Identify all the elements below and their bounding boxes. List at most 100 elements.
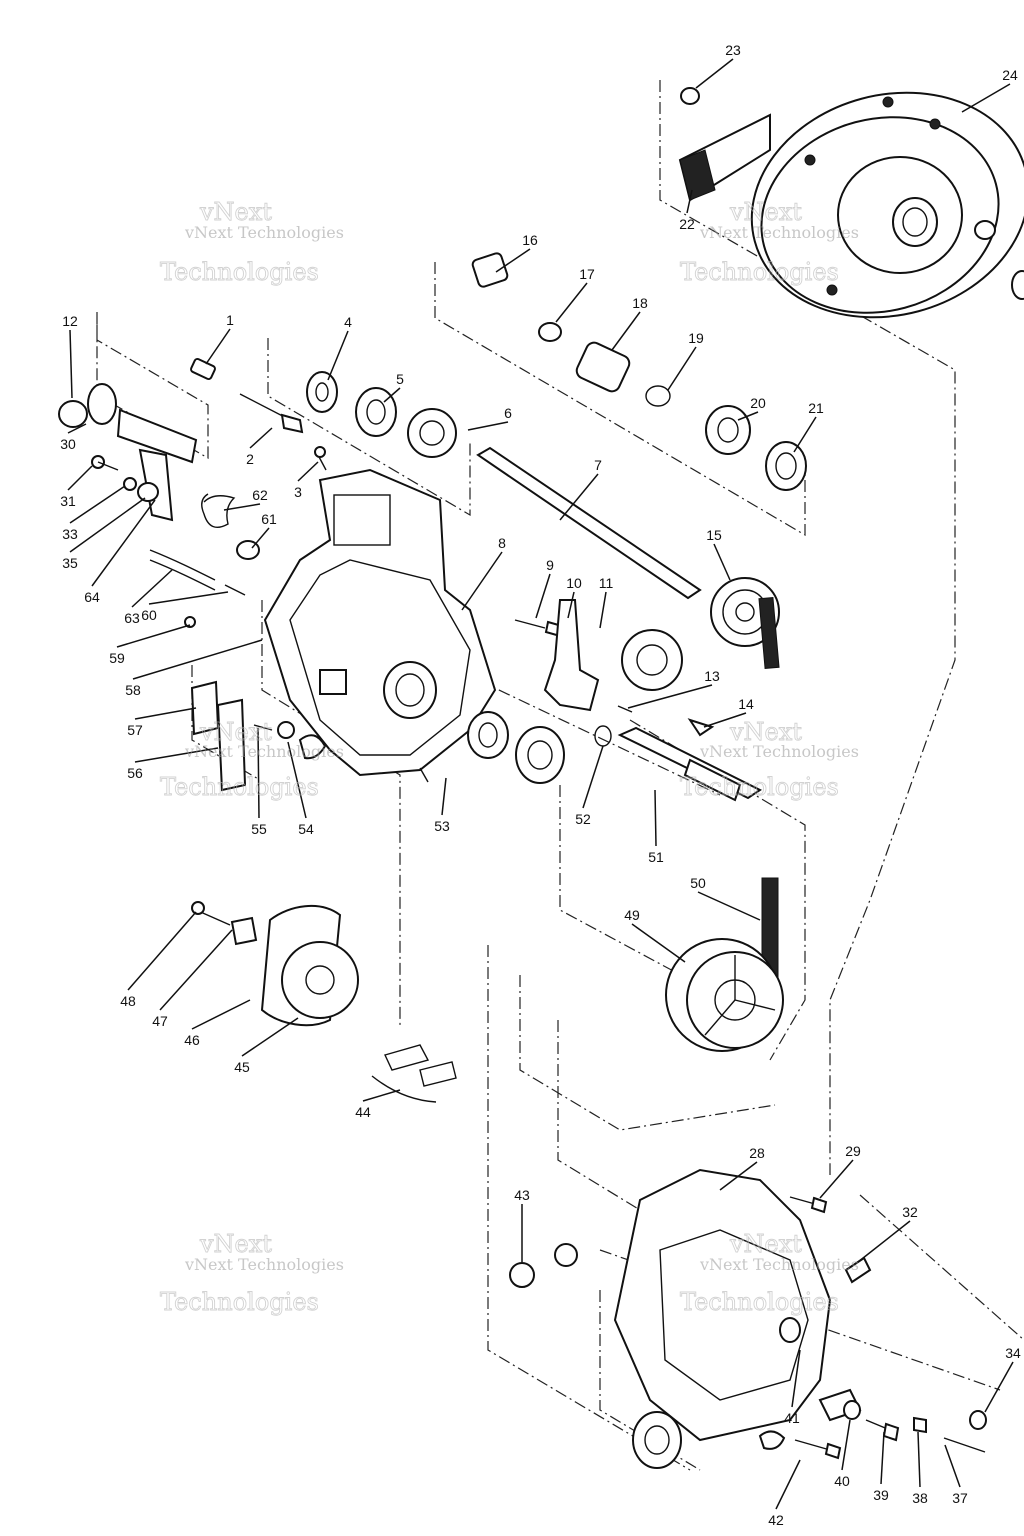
watermark-text: vNext Technologies xyxy=(184,1255,344,1274)
callout-61: 61 xyxy=(261,511,277,527)
callout-64: 64 xyxy=(84,589,100,605)
callout-29: 29 xyxy=(845,1143,861,1159)
callout-leader-3 xyxy=(297,461,319,482)
callout-30: 30 xyxy=(60,436,76,452)
watermark-outline: vNext xyxy=(729,1230,802,1258)
callout-leader-47 xyxy=(159,929,233,1011)
watermark-text: vNext Technologies xyxy=(699,742,859,761)
callout-leader-37 xyxy=(944,1444,961,1488)
callout-leader-57 xyxy=(134,707,197,720)
callout-leader-6 xyxy=(467,421,509,431)
callout-33: 33 xyxy=(62,526,78,542)
callout-leader-18 xyxy=(611,311,641,351)
callout-leader-32 xyxy=(857,1220,911,1263)
callout-leader-10 xyxy=(567,591,575,619)
callout-21: 21 xyxy=(808,400,824,416)
watermark-outline: Technologies xyxy=(160,258,319,286)
callout-leader-51 xyxy=(654,789,657,847)
watermarks: vNext Technologies vNext Technologies vN… xyxy=(160,198,859,1317)
callout-leader-64 xyxy=(91,499,156,587)
callout-18: 18 xyxy=(632,295,648,311)
callout-leader-8 xyxy=(461,551,503,611)
callout-12: 12 xyxy=(62,313,78,329)
callout-leader-38 xyxy=(917,1431,921,1488)
watermark-outline: vNext xyxy=(729,198,802,226)
parts xyxy=(58,87,1024,1469)
watermark-outline: Technologies xyxy=(680,773,839,801)
callout-28: 28 xyxy=(749,1145,765,1161)
callout-5: 5 xyxy=(396,371,404,387)
callout-leader-11 xyxy=(599,591,607,629)
callout-leader-48 xyxy=(127,911,197,991)
callout-31: 31 xyxy=(60,493,76,509)
callout-1: 1 xyxy=(226,312,234,328)
callout-leader-63 xyxy=(131,569,173,608)
callout-leader-28 xyxy=(719,1161,758,1191)
callout-leader-46 xyxy=(191,999,251,1030)
callout-leader-40 xyxy=(841,1419,851,1471)
callout-leader-5 xyxy=(383,387,401,403)
callout-7: 7 xyxy=(594,457,602,473)
callout-leader-34 xyxy=(984,1361,1014,1413)
callout-60: 60 xyxy=(141,607,157,623)
callout-44: 44 xyxy=(355,1104,371,1120)
callout-6: 6 xyxy=(504,405,512,421)
watermark-outline: Technologies xyxy=(680,258,839,286)
callout-22: 22 xyxy=(679,216,695,232)
callout-43: 43 xyxy=(514,1187,530,1203)
callout-38: 38 xyxy=(912,1490,928,1506)
callout-leader-52 xyxy=(582,745,604,809)
callout-leader-14 xyxy=(703,712,747,728)
callout-leader-20 xyxy=(737,411,759,421)
callout-9: 9 xyxy=(546,557,554,573)
callout-leader-61 xyxy=(251,527,270,549)
callout-63: 63 xyxy=(124,610,140,626)
callout-57: 57 xyxy=(127,722,143,738)
callout-leader-1 xyxy=(205,328,231,365)
callout-leader-55 xyxy=(257,727,260,819)
callout-leader-17 xyxy=(555,282,588,323)
callout-leader-39 xyxy=(880,1431,885,1485)
callout-34: 34 xyxy=(1005,1345,1021,1361)
callout-leader-15 xyxy=(713,543,731,581)
callout-leader-30 xyxy=(67,423,87,434)
callout-13: 13 xyxy=(704,668,720,684)
callout-54: 54 xyxy=(298,821,314,837)
callout-leader-50 xyxy=(697,891,761,921)
callout-leader-44 xyxy=(362,1089,401,1102)
callout-leader-16 xyxy=(495,248,531,273)
callout-leader-19 xyxy=(667,346,697,391)
callout-58: 58 xyxy=(125,682,141,698)
callout-leader-60 xyxy=(148,591,229,605)
callout-52: 52 xyxy=(575,811,591,827)
callout-leader-24 xyxy=(961,83,1011,113)
callout-leader-54 xyxy=(287,741,307,819)
callout-leader-29 xyxy=(819,1159,854,1199)
callout-59: 59 xyxy=(109,650,125,666)
callout-19: 19 xyxy=(688,330,704,346)
gear-49 xyxy=(665,938,784,1052)
callout-15: 15 xyxy=(706,527,722,543)
callout-leader-31 xyxy=(67,465,93,491)
callout-35: 35 xyxy=(62,555,78,571)
callout-leader-4 xyxy=(327,330,349,381)
callout-41: 41 xyxy=(784,1410,800,1426)
watermark-outline: vNext xyxy=(199,1230,272,1258)
watermark-outline: vNext xyxy=(199,718,272,746)
callout-17: 17 xyxy=(579,266,595,282)
callout-leader-2 xyxy=(249,427,273,449)
callout-56: 56 xyxy=(127,765,143,781)
callout-16: 16 xyxy=(522,232,538,248)
callout-leader-49 xyxy=(631,923,686,963)
callout-leader-59 xyxy=(116,624,191,648)
callout-32: 32 xyxy=(902,1204,918,1220)
callout-48: 48 xyxy=(120,993,136,1009)
watermark-outline: Technologies xyxy=(160,773,319,801)
callout-20: 20 xyxy=(750,395,766,411)
callout-53: 53 xyxy=(434,818,450,834)
callout-46: 46 xyxy=(184,1032,200,1048)
callout-3: 3 xyxy=(294,484,302,500)
callout-leader-21 xyxy=(793,416,817,453)
